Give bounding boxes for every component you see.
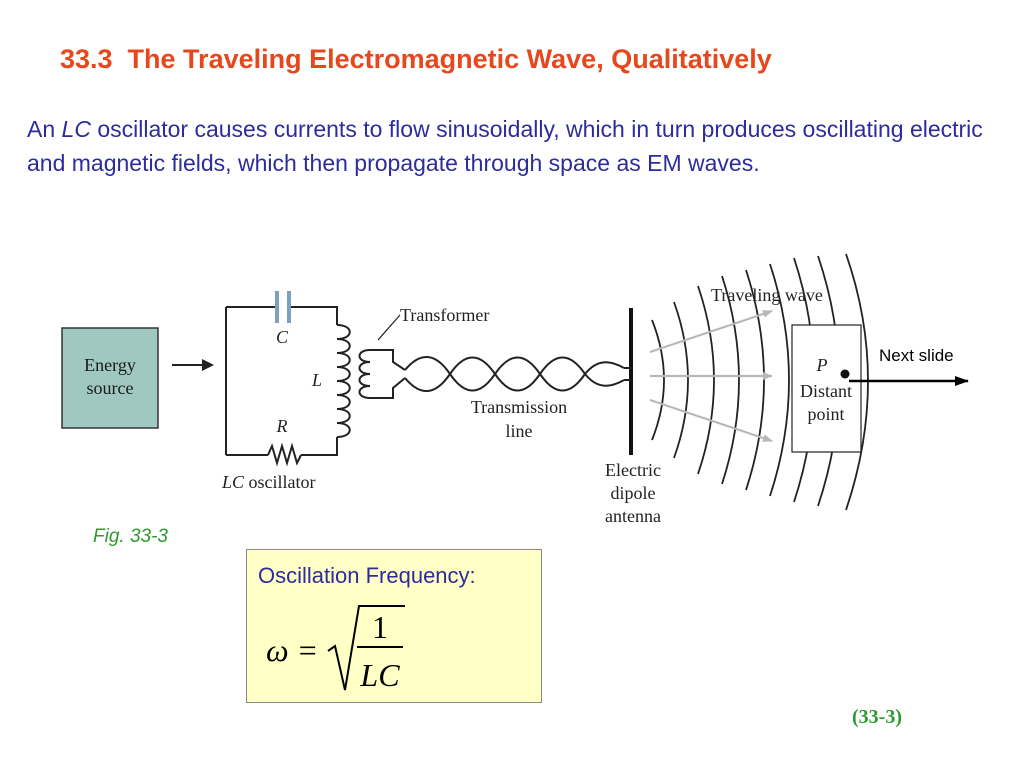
intro-paragraph: An LC oscillator causes currents to flow…	[27, 112, 1017, 180]
point-p-label: P	[816, 355, 828, 375]
omega-lhs: ω =	[266, 632, 318, 668]
capacitor-label: C	[276, 327, 289, 347]
antenna-label-1: Electric	[605, 460, 661, 480]
dipole-antenna	[624, 308, 633, 455]
distant-point-box: P Distant point	[791, 324, 862, 453]
equation-number: (33-3)	[852, 706, 902, 728]
transformer-coil	[358, 349, 406, 399]
sqrt-sign	[327, 605, 405, 691]
oscillation-frequency-box: Oscillation Frequency: ω = 1 LC	[246, 549, 542, 703]
transmission-label-1: Transmission	[471, 397, 567, 417]
fraction-numerator: 1	[372, 609, 388, 645]
slide-title: 33.3 The Traveling Electromagnetic Wave,…	[60, 44, 772, 74]
traveling-wave-label: Traveling wave	[711, 285, 823, 305]
energy-source-label-2: source	[87, 378, 134, 398]
next-slide-link[interactable]: Next slide	[879, 346, 954, 365]
input-arrow	[172, 359, 214, 371]
lc-oscillator-circuit	[225, 306, 351, 467]
formula-expression: ω = 1 LC	[266, 605, 405, 693]
transformer-label: Transformer	[400, 305, 489, 325]
lc-oscillator-label-rest: oscillator	[244, 472, 315, 492]
formula-label: Oscillation Frequency:	[258, 563, 476, 588]
point-p-dot	[840, 369, 850, 379]
lc-oscillator-label-emph: LC	[221, 472, 245, 492]
antenna-label-3: antenna	[605, 506, 661, 526]
resistor-label: R	[276, 416, 288, 436]
em-wave-figure: Energy source C L R LC oscillator Transf…	[61, 253, 969, 526]
antenna-label-2: dipole	[611, 483, 656, 503]
distant-point-label-1: Distant	[800, 381, 852, 401]
energy-source-block: Energy source	[61, 327, 159, 429]
inductor-label: L	[311, 370, 322, 390]
lc-oscillator-label: LC oscillator	[221, 472, 316, 492]
paragraph-rest: oscillator causes currents to flow sinus…	[27, 116, 983, 176]
distant-point-label-2: point	[807, 404, 844, 424]
transformer-pointer	[377, 314, 401, 341]
paragraph-lc-term: LC	[61, 116, 91, 142]
energy-source-label-1: Energy	[84, 355, 136, 375]
propagation-arrows	[649, 309, 773, 443]
transmission-line	[404, 356, 625, 392]
capacitor-plates	[275, 291, 291, 323]
paragraph-lead: An	[27, 116, 62, 142]
figure-caption: Fig. 33-3	[93, 526, 168, 547]
fraction-denominator: LC	[359, 657, 400, 693]
transmission-label-2: line	[506, 421, 533, 441]
